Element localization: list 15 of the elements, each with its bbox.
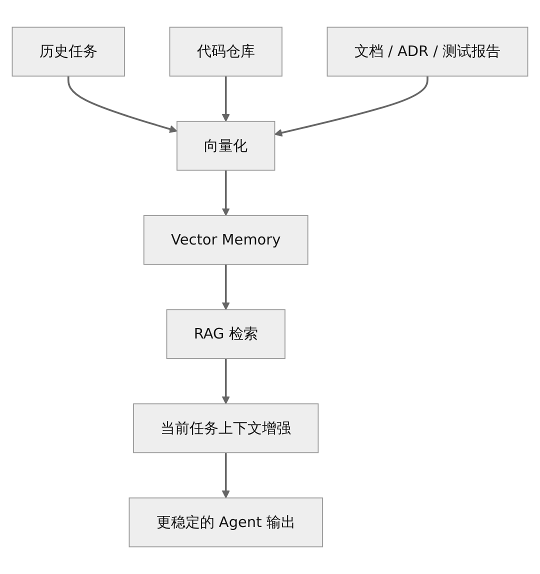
node-box: RAG 检索 xyxy=(166,309,286,359)
arrow xyxy=(274,76,428,137)
arrow xyxy=(222,452,230,498)
node-box: 文档 / ADR / 测试报告 xyxy=(326,26,528,77)
arrow xyxy=(67,76,178,133)
node-box: 向量化 xyxy=(176,120,276,171)
arrow xyxy=(222,76,230,122)
node-box: Vector Memory xyxy=(143,215,308,265)
arrow xyxy=(222,358,230,404)
node-box: 更稳定的 Agent 输出 xyxy=(128,497,323,548)
node-box: 代码仓库 xyxy=(169,26,282,77)
arrow xyxy=(222,170,230,216)
node-box: 历史任务 xyxy=(12,26,125,77)
arrow xyxy=(222,264,230,310)
node-box: 当前任务上下文增强 xyxy=(133,403,319,454)
